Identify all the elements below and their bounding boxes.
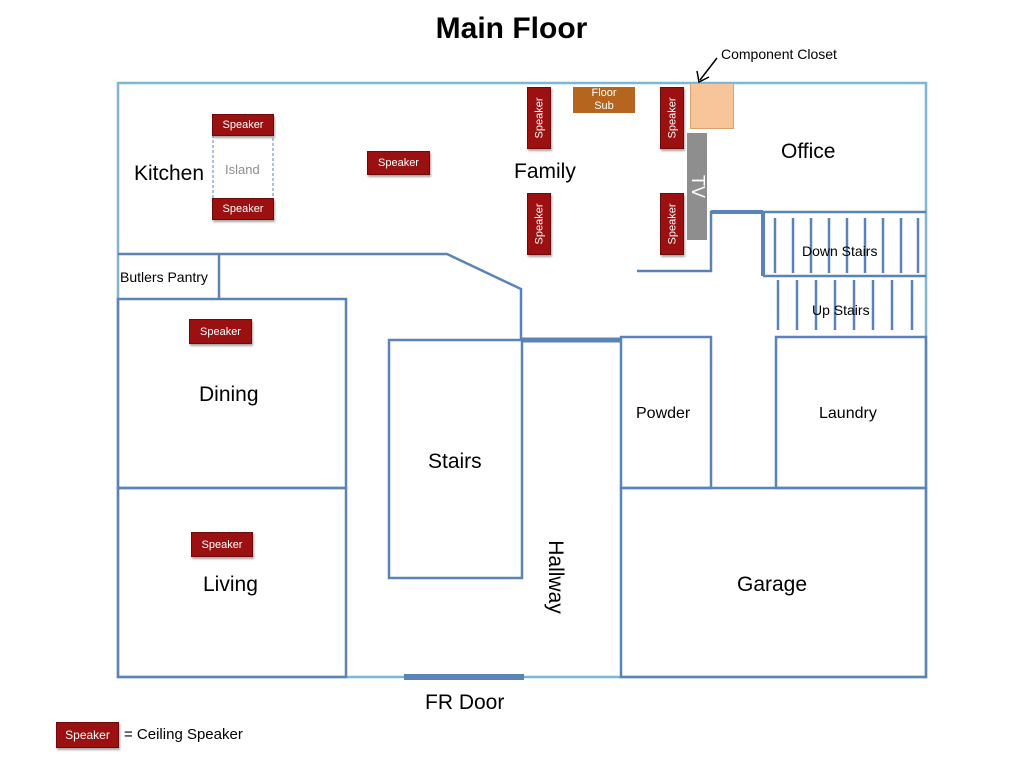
room-stairs: Stairs: [428, 450, 482, 473]
garage-wall: [619, 486, 928, 679]
component-closet: [690, 83, 734, 129]
room-hallway: Hallway: [543, 540, 567, 614]
legend-speaker-swatch: Speaker: [56, 722, 119, 748]
front-door-label: FR Door: [425, 691, 505, 714]
living-wall: [116, 486, 348, 679]
floor-subwoofer: Floor Sub: [573, 87, 635, 113]
room-laundry: Laundry: [819, 405, 877, 422]
room-butlers-pantry: Butlers Pantry: [120, 269, 208, 285]
down-stairs-label: Down Stairs: [802, 243, 878, 259]
closet-callout-arrow: [696, 57, 718, 84]
down-stairs-treads: [773, 218, 920, 273]
speaker-kitchen: Speaker: [367, 151, 430, 175]
component-closet-label: Component Closet: [721, 46, 837, 62]
room-living: Living: [203, 573, 258, 596]
room-office: Office: [781, 140, 836, 163]
kitchen-wall: [118, 252, 523, 340]
speaker-family-sw: Speaker: [527, 193, 551, 255]
stairs-wall: [387, 338, 524, 580]
speaker-kitchen-island-north: Speaker: [212, 114, 274, 136]
room-island: Island: [225, 162, 260, 177]
speaker-living: Speaker: [191, 532, 253, 557]
room-powder: Powder: [636, 405, 691, 422]
speaker-family-se: Speaker: [660, 193, 684, 255]
up-stairs-treads: [776, 280, 914, 330]
speaker-family-ne: Speaker: [660, 87, 684, 149]
room-garage: Garage: [737, 573, 808, 596]
room-dining: Dining: [199, 383, 259, 406]
legend-text: = Ceiling Speaker: [124, 726, 243, 743]
room-family: Family: [514, 160, 576, 183]
speaker-dining: Speaker: [189, 319, 252, 344]
speaker-kitchen-island-south: Speaker: [212, 198, 274, 220]
tv-unit: TV: [687, 133, 708, 240]
page-title: Main Floor: [435, 12, 588, 45]
speaker-family-nw: Speaker: [527, 87, 551, 149]
tv-label: TV: [687, 174, 708, 199]
room-kitchen: Kitchen: [134, 162, 205, 185]
up-stairs-label: Up Stairs: [812, 302, 870, 318]
